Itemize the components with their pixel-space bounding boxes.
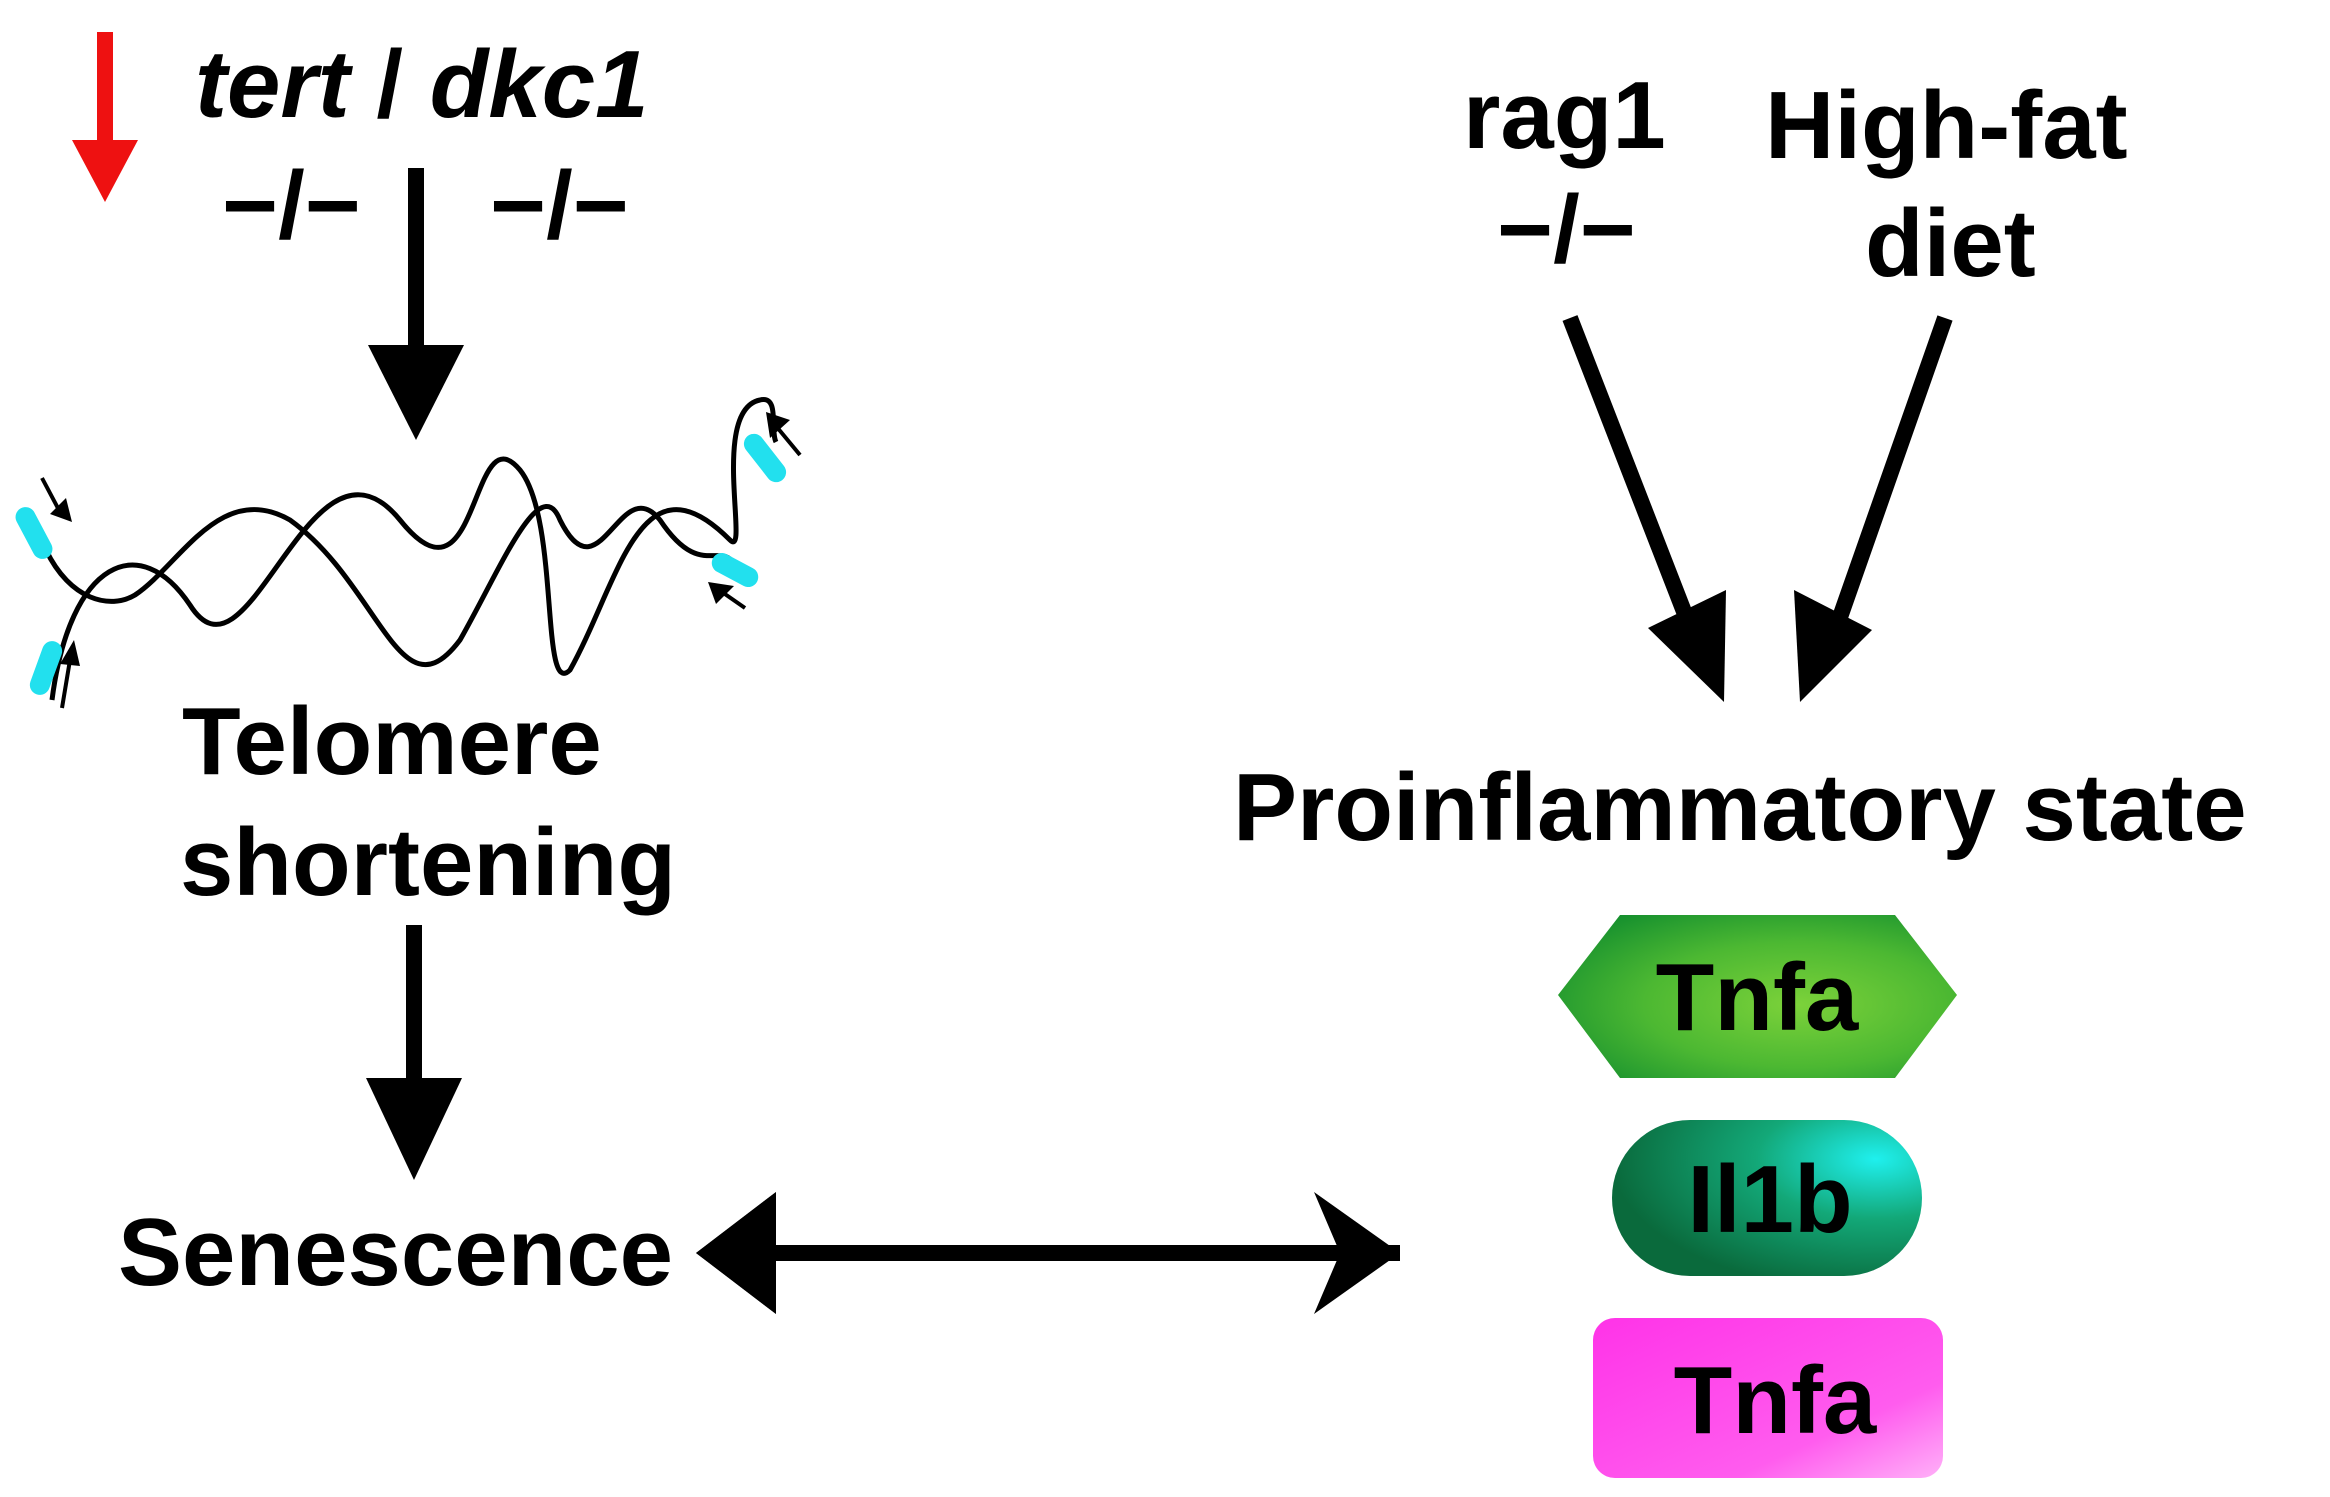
red-down-arrow-icon — [72, 32, 138, 202]
marker-tnfa-hexagon: Tnfa — [1558, 915, 1957, 1078]
tert-genotype: −/− — [222, 152, 361, 259]
dkc1-genotype: −/− — [490, 152, 629, 259]
diet-label-line2: diet — [1865, 190, 2036, 297]
gene-tert: tert — [195, 31, 354, 138]
telomere-label-line2: shortening — [180, 809, 676, 916]
marker-il1b-pill: Il1b — [1612, 1120, 1922, 1276]
gene-dkc1: dkc1 — [430, 31, 649, 138]
marker-tnfa-box: Tnfa — [1593, 1318, 1943, 1478]
marker-il1b-label: Il1b — [1687, 1146, 1852, 1253]
arrow-telomere-to-senescence — [366, 925, 462, 1180]
telomere-label-line1: Telomere — [182, 688, 602, 795]
arrow-genes-to-telomere — [368, 168, 464, 440]
marker-tnfa-label: Tnfa — [1656, 944, 1859, 1051]
chromosome-strands-icon — [15, 397, 802, 709]
rag1-label-line2: −/− — [1497, 176, 1636, 283]
bidirectional-arrow — [696, 1192, 1400, 1314]
arrow-rag1-to-state — [1562, 315, 1726, 702]
gene-separator: / — [350, 31, 430, 138]
gene-label-line: tert / dkc1 — [195, 31, 649, 138]
rag1-label-line1: rag1 — [1463, 62, 1666, 169]
senescence-label: Senescence — [118, 1199, 673, 1306]
arrow-diet-to-state — [1794, 315, 1953, 702]
marker-tnfa2-label: Tnfa — [1674, 1347, 1877, 1454]
state-label: Proinflammatory state — [1233, 754, 2247, 861]
diet-label-line1: High-fat — [1765, 72, 2128, 179]
